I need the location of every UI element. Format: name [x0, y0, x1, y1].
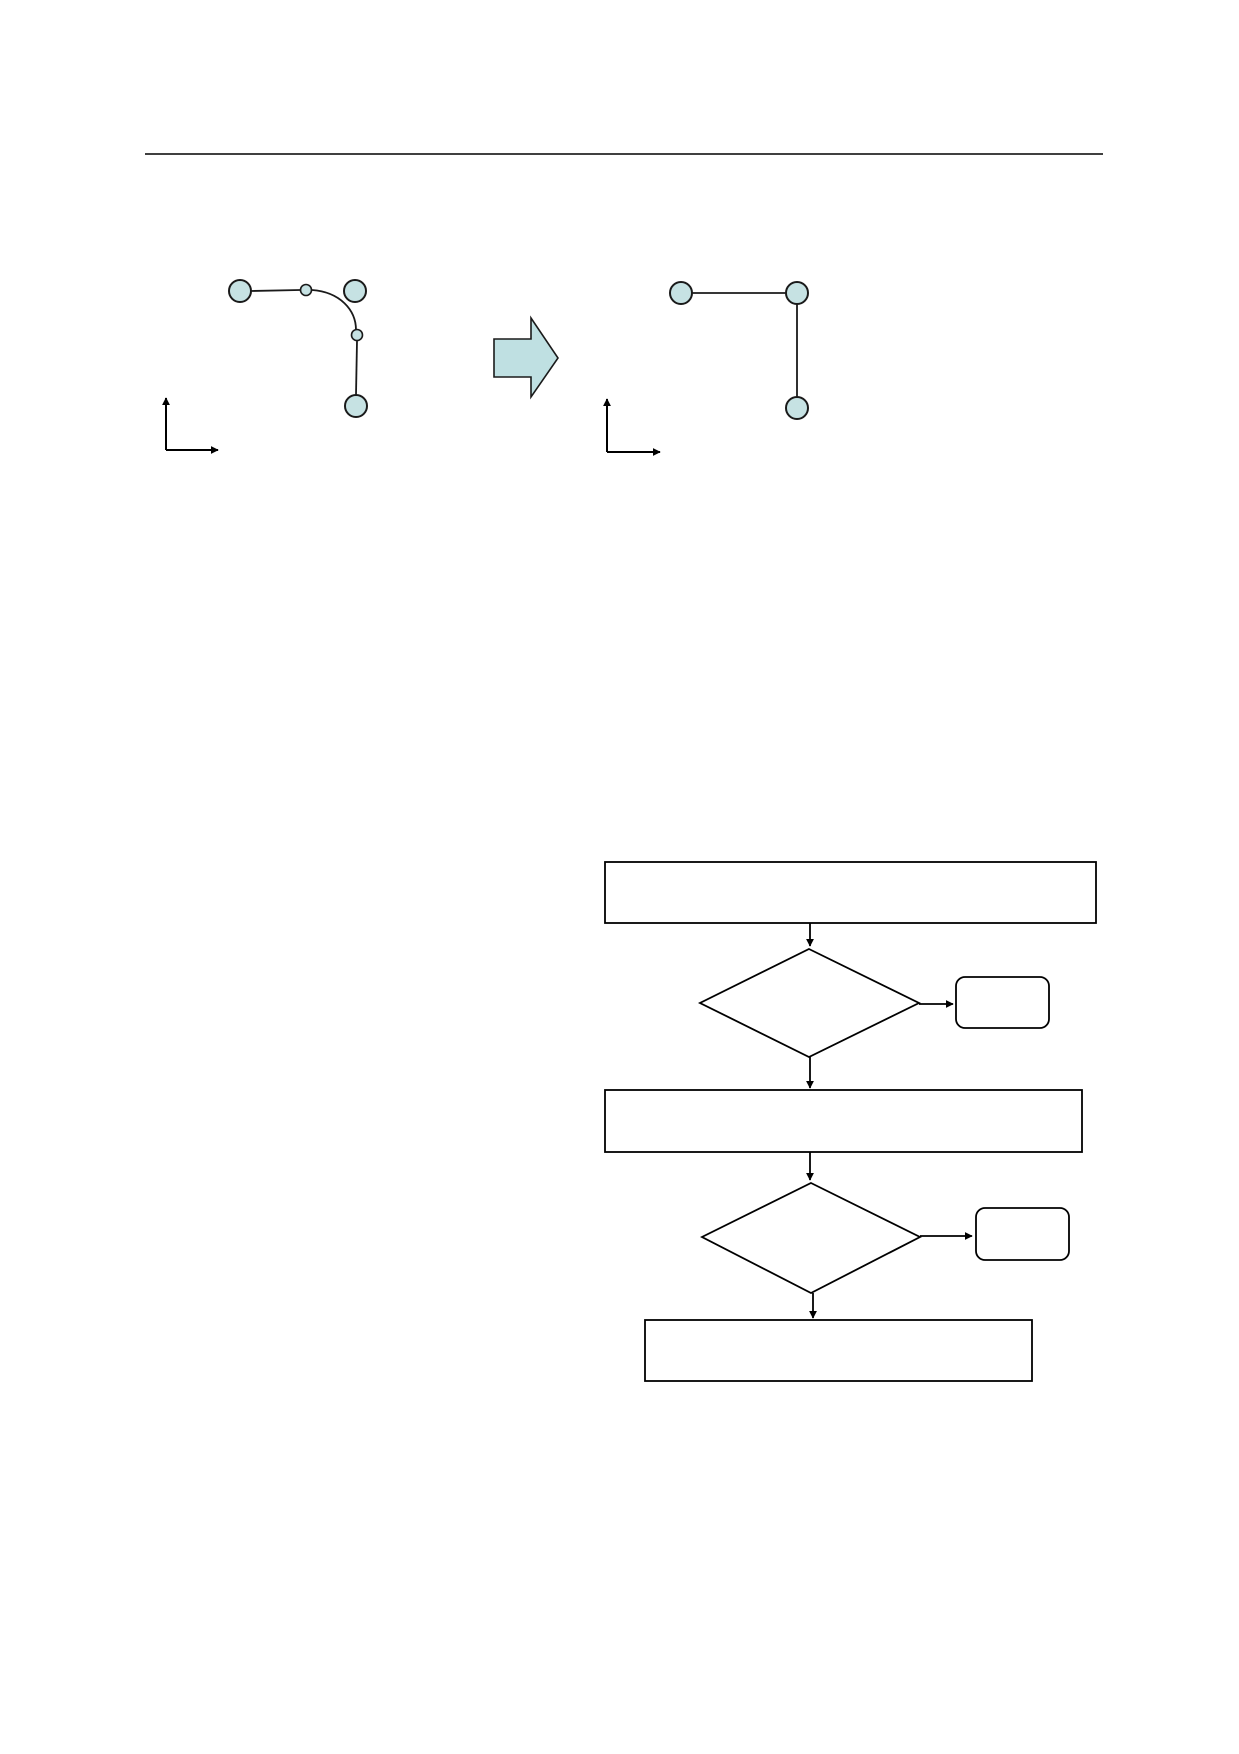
left-axes-icon: [162, 397, 219, 454]
flow-side-outcome-1: [955, 976, 1050, 1029]
flow-step-1: [604, 861, 1097, 924]
left-node-end: [344, 394, 368, 418]
right-block-arrow-icon: [493, 315, 559, 400]
right-node-end: [785, 396, 809, 420]
right-node-start: [669, 281, 693, 305]
right-node-corner: [785, 281, 809, 305]
flow-step-3: [644, 1319, 1033, 1382]
flow-step-2: [604, 1089, 1083, 1153]
left-intermediate-point-2: [350, 328, 364, 342]
left-node-start: [228, 279, 252, 303]
left-edge-vertical: [355, 340, 358, 396]
left-node-corner: [343, 279, 367, 303]
left-intermediate-point-1: [299, 283, 313, 297]
right-panel: [603, 281, 809, 456]
right-axes-icon: [603, 398, 661, 456]
flowchart: [604, 861, 1097, 1382]
flow-side-outcome-2: [975, 1207, 1070, 1261]
left-edge-curve: [311, 289, 357, 331]
flow-decision-2: [700, 1181, 922, 1295]
left-edge-top: [250, 289, 301, 292]
left-panel: [162, 279, 368, 454]
flow-decision-1: [697, 947, 922, 1059]
